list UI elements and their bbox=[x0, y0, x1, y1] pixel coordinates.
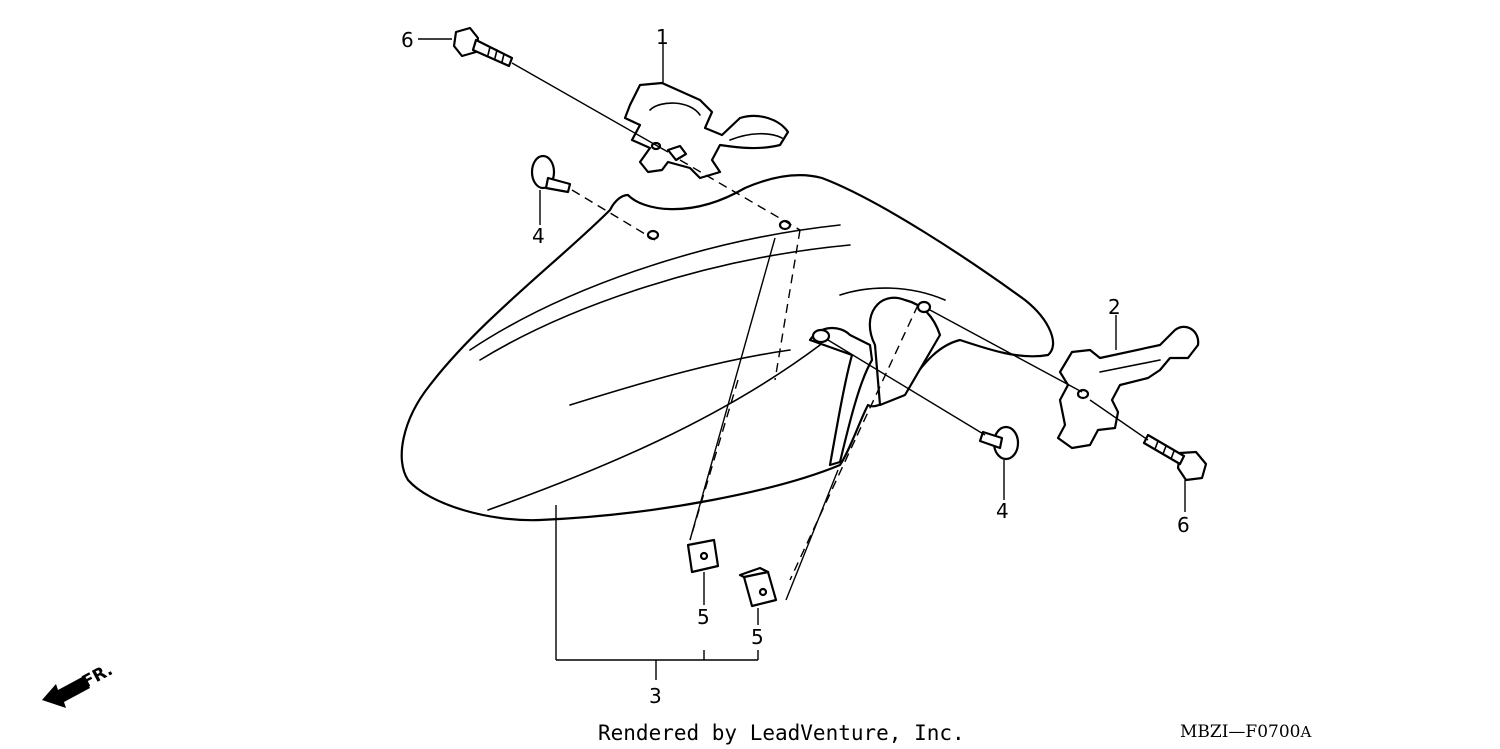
diagram-code-suffix: A bbox=[1300, 723, 1312, 741]
callout-5-left: 5 bbox=[697, 605, 710, 629]
leader-lines bbox=[418, 38, 1186, 680]
clip-nut-5-left[interactable] bbox=[686, 538, 720, 574]
callout-6-right: 6 bbox=[1177, 513, 1190, 537]
diagram-code: MBZI—F0700A bbox=[1180, 722, 1312, 742]
callout-6-top: 6 bbox=[401, 28, 414, 52]
callout-3: 3 bbox=[649, 684, 662, 708]
callout-2: 2 bbox=[1108, 295, 1121, 319]
callout-4-right: 4 bbox=[996, 499, 1009, 523]
screw-4-right[interactable] bbox=[978, 425, 1020, 461]
clip-nut-5-right[interactable] bbox=[738, 566, 778, 608]
bolt-6-top[interactable] bbox=[452, 26, 514, 68]
screw-4-left[interactable] bbox=[530, 154, 572, 194]
front-direction-arrow: FR. bbox=[42, 660, 116, 708]
credit-text: Rendered by LeadVenture, Inc. bbox=[598, 721, 965, 745]
diagram-code-main: MBZI—F0700 bbox=[1180, 722, 1301, 742]
front-fender[interactable] bbox=[400, 173, 1055, 522]
bolt-6-right[interactable] bbox=[1142, 433, 1208, 482]
callout-5-right: 5 bbox=[751, 625, 764, 649]
bracket-2[interactable] bbox=[1056, 325, 1200, 450]
callout-1: 1 bbox=[656, 25, 669, 49]
bracket-1[interactable] bbox=[623, 81, 790, 180]
callout-4-left: 4 bbox=[532, 224, 545, 248]
